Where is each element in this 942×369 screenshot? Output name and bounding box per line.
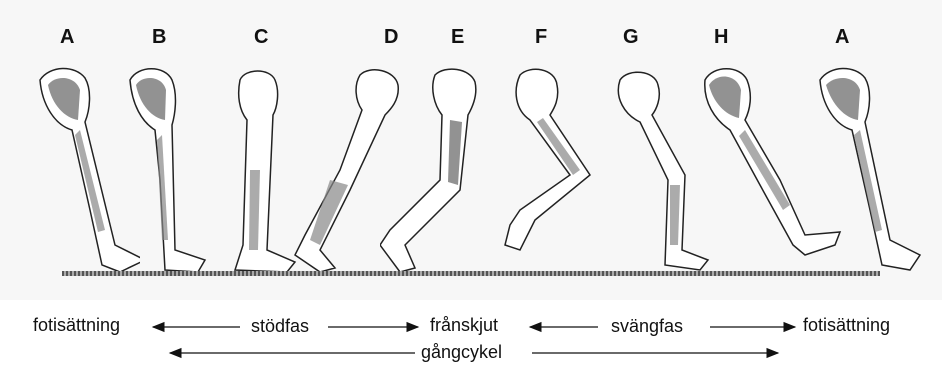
leg-illustration-b [120,60,220,275]
phase-letter-a: A [60,26,74,49]
foot-strike-label-left: fotisättning [33,315,120,336]
phase-letter-g: G [623,26,639,49]
leg-illustration-a-end [810,60,930,275]
leg-illustration-f [495,60,600,275]
illustration-panel: A B C D E F G H A [0,0,942,300]
foot-strike-label-right: fotisättning [803,315,890,336]
phase-letter-e: E [451,26,464,49]
stance-phase-label: stödfas [251,316,309,337]
phase-letter-c: C [254,26,268,49]
leg-illustration-g [600,60,710,275]
phase-letter-b: B [152,26,166,49]
leg-illustration-e [380,60,485,275]
gait-cycle-label: gångcykel [421,342,502,363]
ground-line [62,271,880,276]
swing-phase-label: svängfas [611,316,683,337]
push-off-label: frånskjut [430,315,498,336]
phase-letter-h: H [714,26,728,49]
phase-letter-a-end: A [835,26,849,49]
phase-letter-d: D [384,26,398,49]
phase-letter-f: F [535,26,547,49]
